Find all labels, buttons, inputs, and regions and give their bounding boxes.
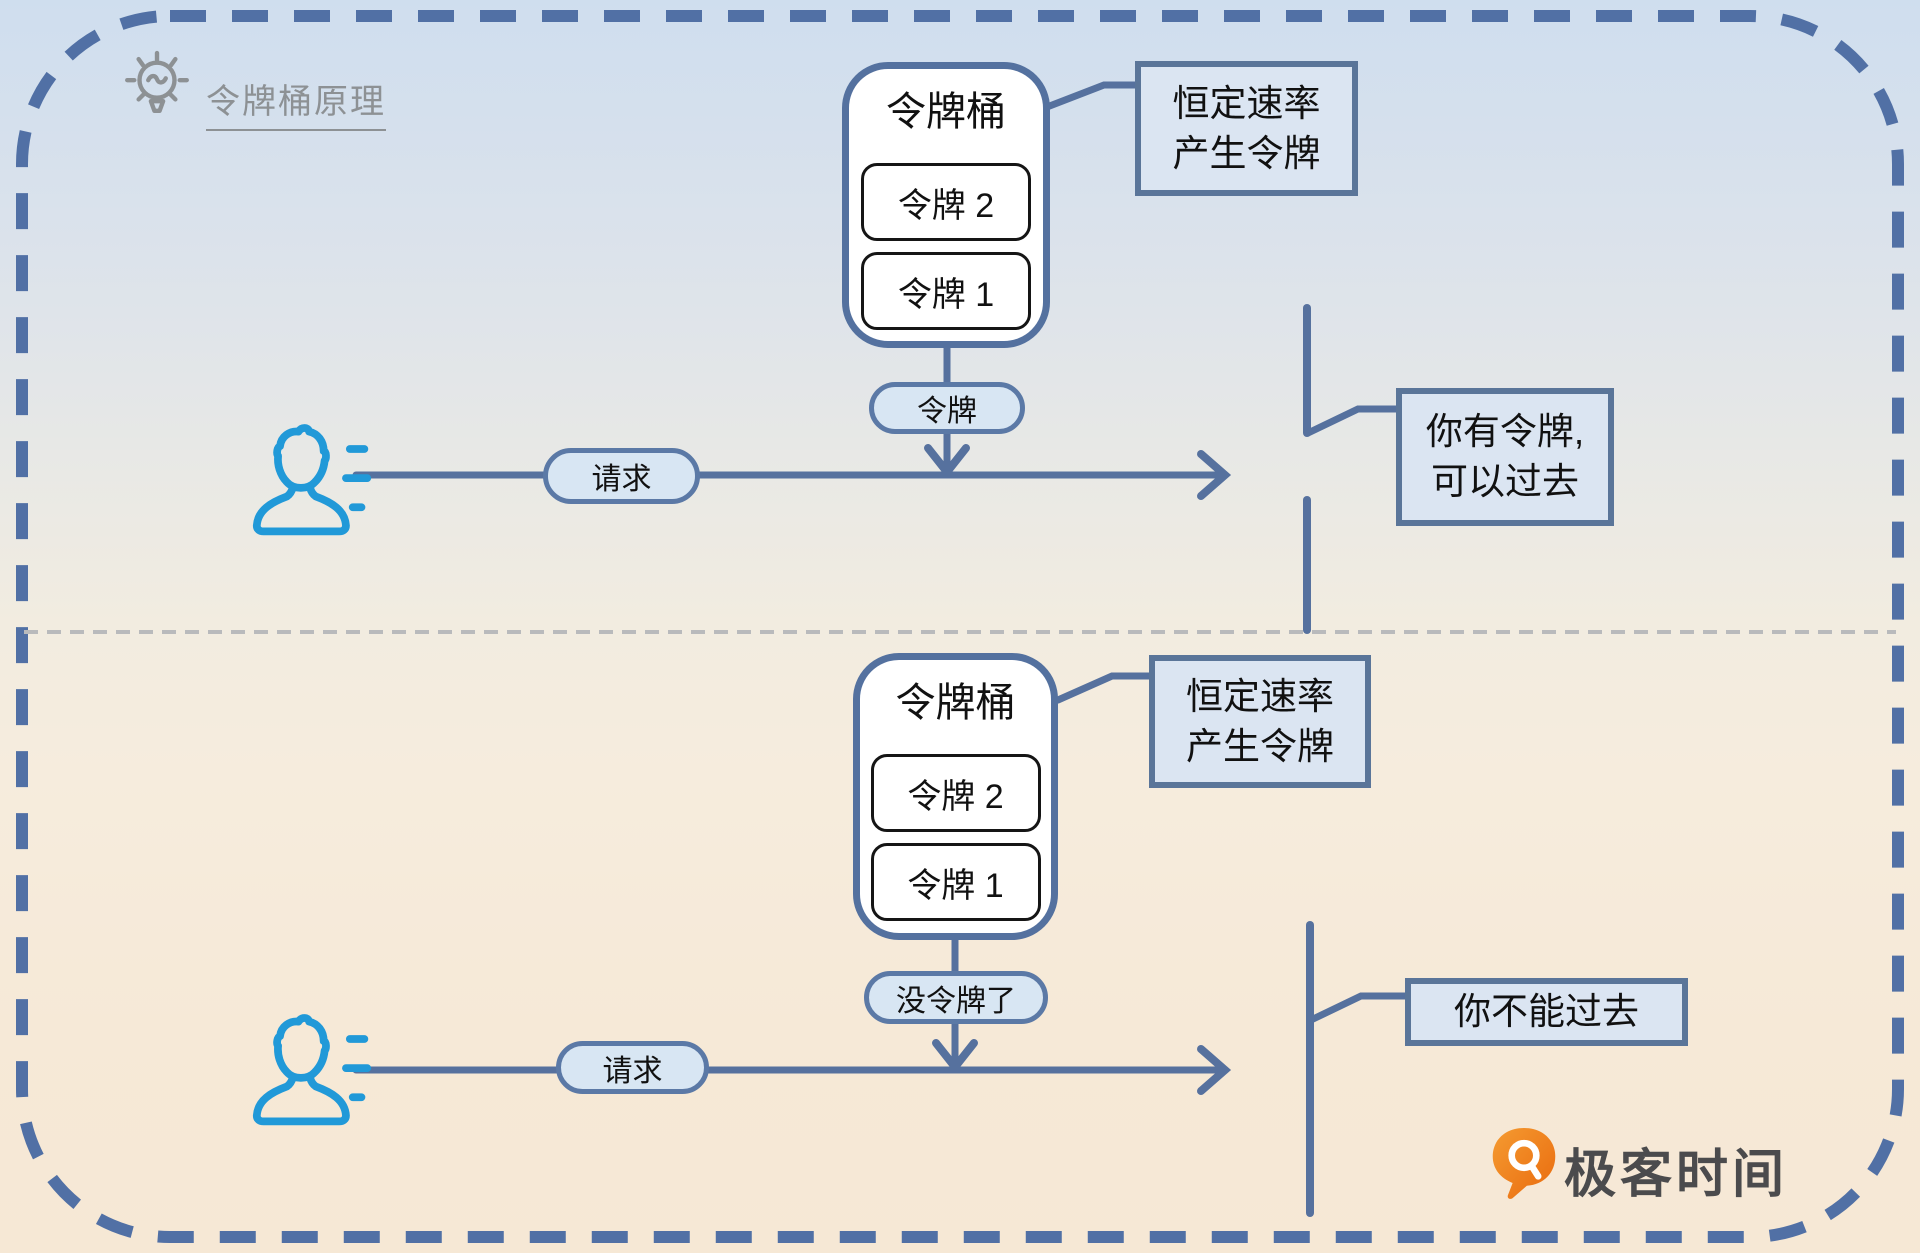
result-line1: 你不能过去 <box>1454 991 1639 1032</box>
person-icon <box>252 1014 372 1126</box>
no-token-pill: 没令牌了 <box>864 971 1048 1024</box>
token-bucket-box: 令牌桶 令牌 2 令牌 1 <box>853 653 1058 940</box>
result-line1: 你有令牌, <box>1425 411 1585 452</box>
rate-callout-line1: 恒定速率 <box>1186 675 1334 717</box>
token-2-box: 令牌 2 <box>870 754 1041 832</box>
lightbulb-icon <box>125 50 189 113</box>
request-pill: 请求 <box>556 1041 709 1094</box>
token-1-box: 令牌 1 <box>870 843 1041 921</box>
token-2-box: 令牌 2 <box>861 163 1031 241</box>
rate-callout: 恒定速率 产生令牌 <box>1149 655 1371 788</box>
rate-callout-line1: 恒定速率 <box>1172 82 1321 124</box>
rate-callout-leader-bottom <box>1054 672 1154 704</box>
geektime-pin-icon <box>1492 1128 1556 1199</box>
token-flow-pill: 令牌 <box>869 382 1025 434</box>
result-callout-leader-bottom <box>1307 992 1410 1024</box>
rate-callout-line2: 产生令牌 <box>1186 725 1334 767</box>
request-pill: 请求 <box>543 448 700 504</box>
bucket-title: 令牌桶 <box>895 681 1016 725</box>
rate-callout-line2: 产生令牌 <box>1172 132 1321 174</box>
page-title: 令牌桶原理 <box>206 74 386 131</box>
result-callout-leader-top <box>1304 405 1401 437</box>
token-1-box: 令牌 1 <box>861 252 1031 330</box>
right-arrowhead-bottom <box>1197 1045 1232 1095</box>
rate-callout-leader-top <box>1043 81 1141 111</box>
brand-name: 极客时间 <box>1564 1146 1789 1204</box>
bucket-title: 令牌桶 <box>886 90 1006 134</box>
token-bucket-box: 令牌桶 令牌 2 令牌 1 <box>842 62 1050 348</box>
result-line2: 可以过去 <box>1431 461 1579 502</box>
result-callout: 你有令牌, 可以过去 <box>1396 388 1614 526</box>
right-arrowhead-top <box>1197 450 1232 500</box>
rate-callout: 恒定速率 产生令牌 <box>1135 61 1358 196</box>
result-callout: 你不能过去 <box>1405 978 1688 1046</box>
person-icon <box>252 424 372 536</box>
